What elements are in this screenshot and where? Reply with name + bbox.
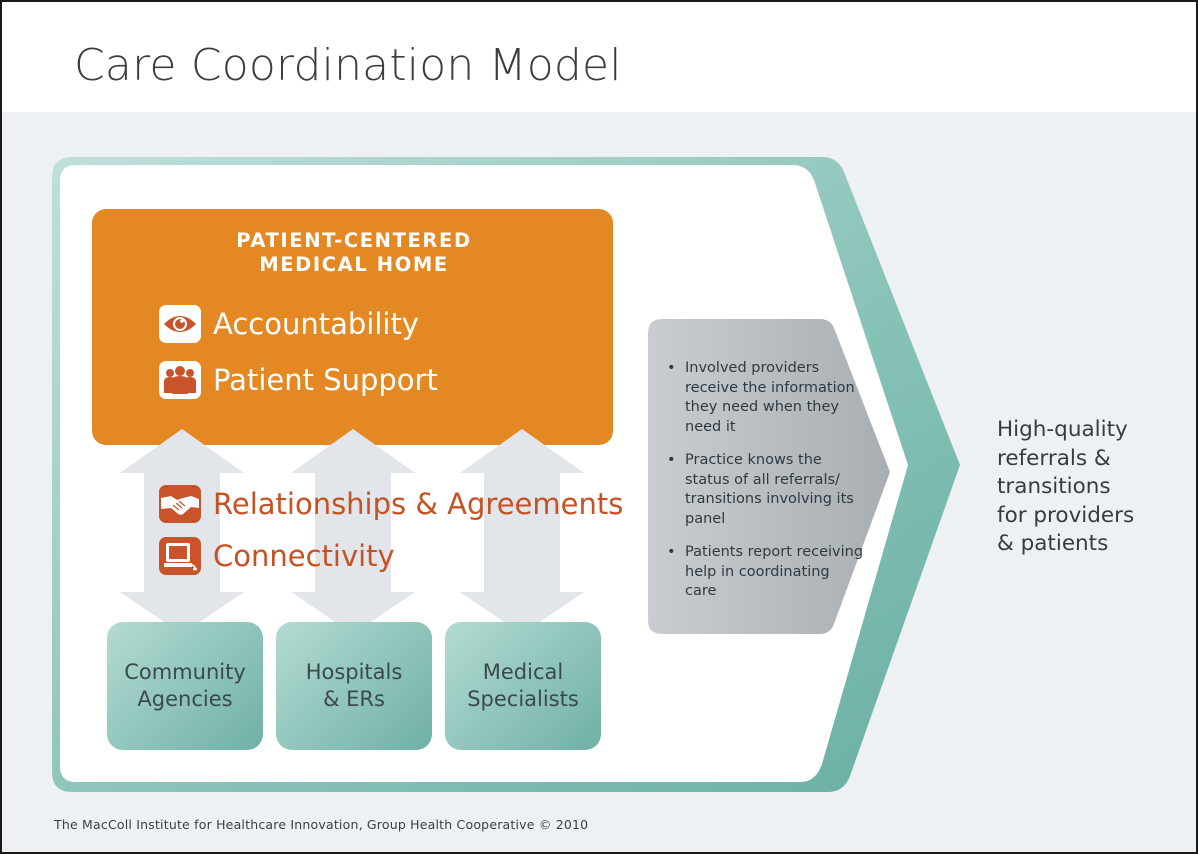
partner-hospitals-ers: Hospitals& ERs bbox=[276, 622, 432, 750]
pcmh-heading: PATIENT-CENTERED MEDICAL HOME bbox=[236, 229, 472, 276]
bullet-icon: • bbox=[667, 544, 676, 560]
bullet-icon: • bbox=[667, 452, 676, 468]
page-title: Care Coordination Model bbox=[74, 40, 622, 91]
double-arrows bbox=[120, 429, 584, 634]
connector-relationships: Relationships & Agreements bbox=[159, 485, 623, 523]
feature-patient-support: Patient Support bbox=[159, 361, 438, 399]
handshake-icon bbox=[159, 485, 201, 523]
footer-credit: The MacColl Institute for Healthcare Inn… bbox=[54, 817, 589, 832]
double-arrow-3 bbox=[460, 429, 584, 634]
eye-icon bbox=[159, 305, 201, 343]
result-item: •Patients report receiving help in coord… bbox=[667, 544, 864, 599]
connector-label: Connectivity bbox=[213, 539, 395, 573]
double-arrow-1 bbox=[120, 429, 244, 634]
people-group-icon bbox=[159, 361, 201, 399]
feature-label: Patient Support bbox=[213, 363, 438, 397]
feature-accountability: Accountability bbox=[159, 305, 419, 343]
results-chevron bbox=[648, 319, 890, 634]
computer-icon bbox=[159, 537, 201, 575]
header: Care Coordination Model bbox=[2, 2, 1196, 112]
result-item: •Practice knows the status of all referr… bbox=[667, 452, 854, 527]
bullet-icon: • bbox=[667, 360, 676, 376]
result-item: •Involved providers receive the informat… bbox=[667, 360, 855, 435]
connector-label: Relationships & Agreements bbox=[213, 487, 624, 521]
pcmh-box bbox=[92, 209, 613, 445]
double-arrow-2 bbox=[291, 429, 415, 634]
results-list: •Involved providers receive the informat… bbox=[664, 359, 864, 616]
feature-label: Accountability bbox=[213, 307, 419, 341]
connector-connectivity: Connectivity bbox=[159, 537, 395, 575]
outcome-text: High-quality referrals & transitions for… bbox=[997, 417, 1135, 556]
